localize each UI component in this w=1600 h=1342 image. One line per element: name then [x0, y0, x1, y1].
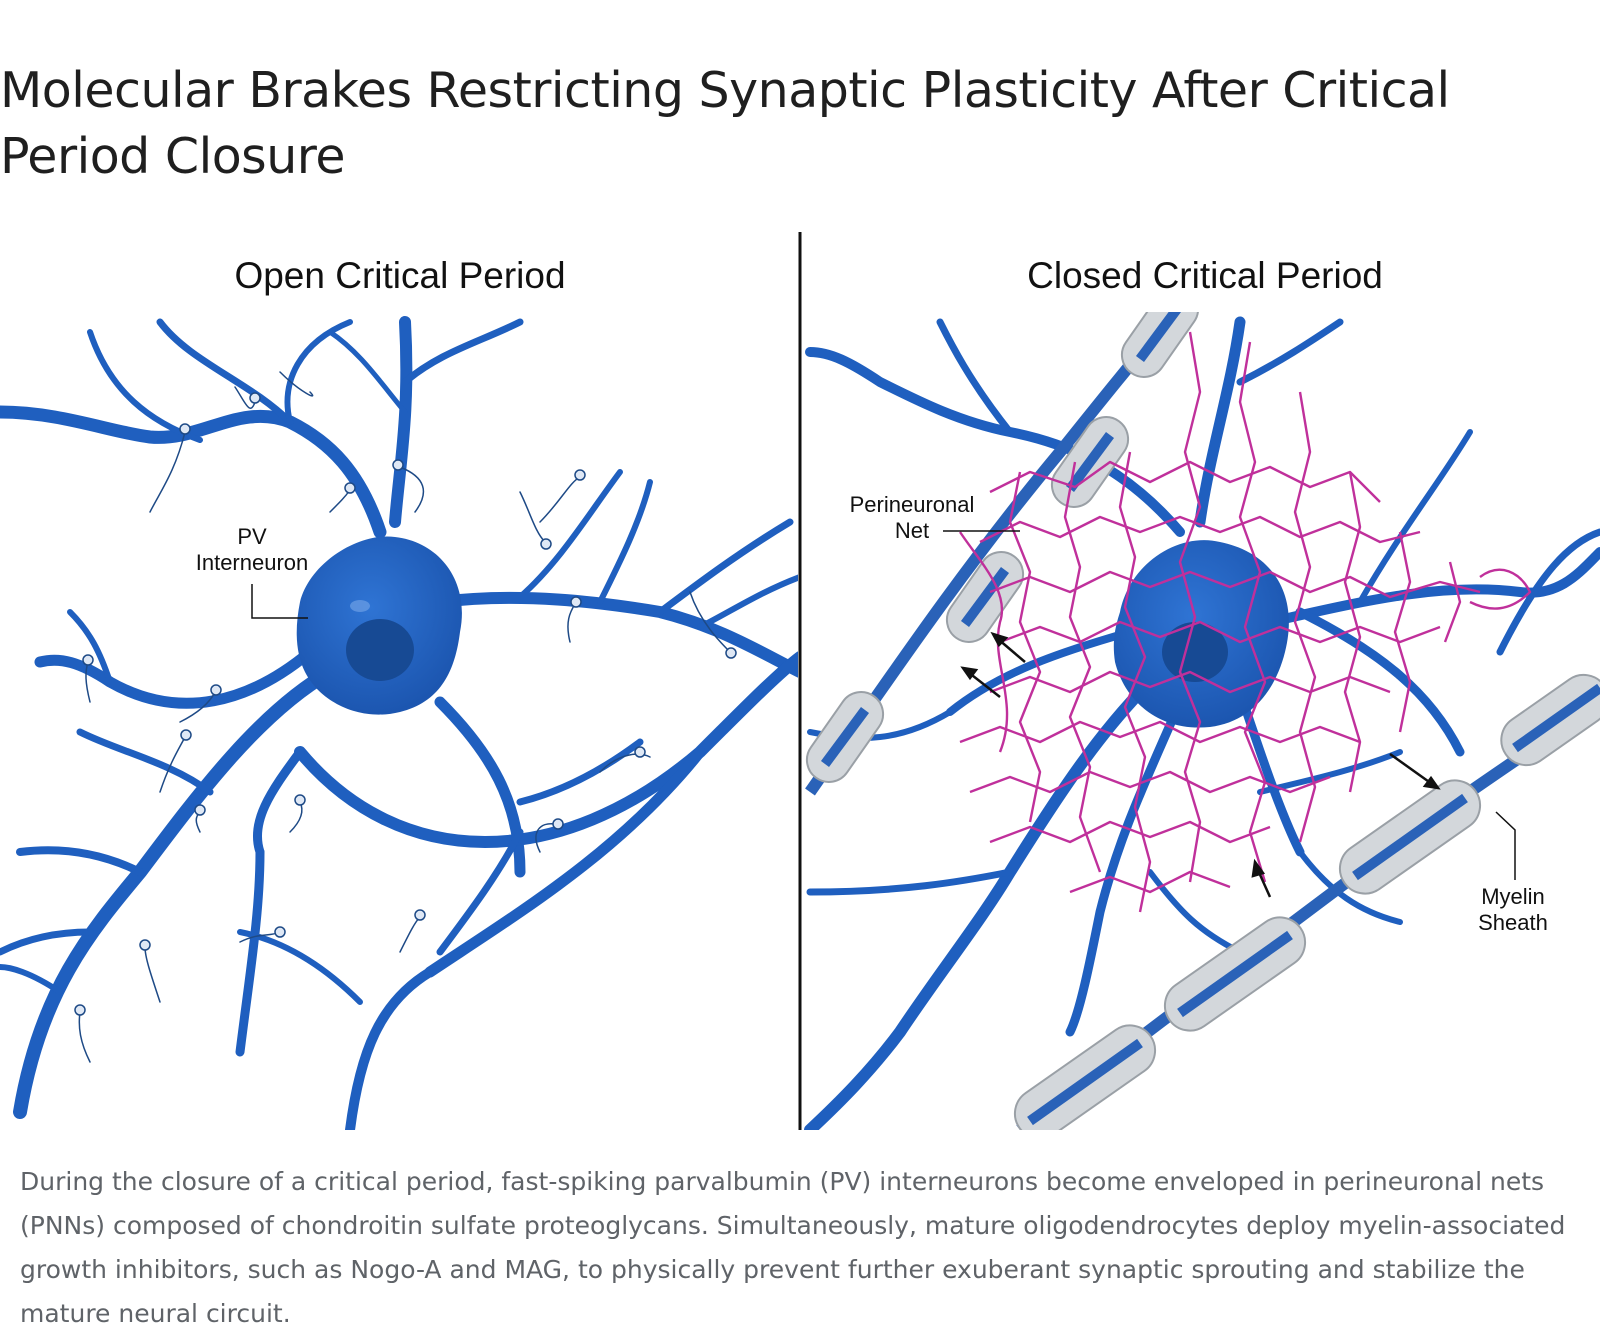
figure-caption: During the closure of a critical period,… — [20, 1167, 1566, 1328]
page-title: Molecular Brakes Restricting Synaptic Pl… — [0, 62, 1450, 185]
figure: Open Critical Period — [0, 232, 1600, 1130]
myelin-leader-line — [1495, 811, 1516, 880]
closed-period-neuron — [804, 312, 1600, 1130]
pv-nucleus-closed — [1162, 622, 1228, 682]
pv-label-line1: PV — [237, 524, 267, 549]
pv-label-line2: Interneuron — [196, 550, 309, 575]
myelin-label-line1: Myelin — [1481, 884, 1545, 909]
myelinated-axon-lower — [1013, 673, 1600, 1130]
pv-nucleus — [346, 619, 414, 681]
myelin-label-line2: Sheath — [1478, 910, 1548, 935]
open-period-neuron — [0, 316, 798, 1130]
inhibition-arrows — [960, 631, 1441, 898]
myelinated-axon-upper — [805, 312, 1200, 796]
pnn-label-line1: Perineuronal — [850, 492, 975, 517]
pnn-label-line2: Net — [895, 518, 929, 543]
open-period-title: Open Critical Period — [234, 255, 565, 296]
neuron-diagram: Open Critical Period — [0, 232, 1600, 1130]
pv-leader-line — [251, 584, 308, 619]
closed-period-title: Closed Critical Period — [1027, 255, 1383, 296]
